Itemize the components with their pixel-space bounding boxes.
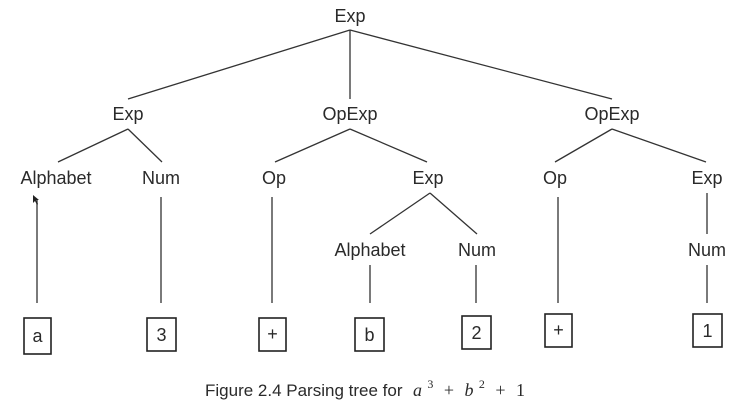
tree-edges <box>36 29 708 303</box>
caption-var-b: b <box>464 380 473 400</box>
leaf-2: 2 <box>471 323 481 343</box>
tree-nodes: Exp Exp OpExp OpExp Alphabet Num Op Exp … <box>20 6 726 260</box>
leaf-box-3 <box>146 317 177 352</box>
leaf-b: b <box>364 325 374 345</box>
cursor-icon <box>33 195 39 205</box>
edge-opexp-right-op <box>554 128 613 163</box>
leaf-3: 3 <box>156 325 166 345</box>
leaf-plus-2: + <box>553 320 564 340</box>
node-op-right: Op <box>543 168 567 188</box>
node-alphabet-b: Alphabet <box>334 240 405 260</box>
caption-text: Figure 2.4 Parsing tree for <box>205 381 403 400</box>
node-num-2: Num <box>458 240 496 260</box>
figure-caption: Figure 2.4 Parsing tree for a 3 + b 2 + … <box>205 375 525 400</box>
node-num-3: Num <box>142 168 180 188</box>
leaf-plus-1: + <box>267 324 278 344</box>
node-num-1: Num <box>688 240 726 260</box>
node-exp-b2: Exp <box>412 168 443 188</box>
leaf-box-plus-1 <box>258 317 287 352</box>
edge-exp-alphabet <box>57 128 129 163</box>
caption-line: Figure 2.4 Parsing tree for a 3 + b 2 + … <box>205 375 525 400</box>
caption-plus-2: + <box>495 380 505 400</box>
edge-root-opexp-right <box>349 29 613 100</box>
node-alphabet-a: Alphabet <box>20 168 91 188</box>
edge-exp-b2-alphabet <box>369 192 431 235</box>
edge-opexp-right-exp <box>611 128 707 163</box>
edge-exp-num <box>127 128 163 163</box>
node-root: Exp <box>334 6 365 26</box>
edge-opexp-exp <box>349 128 428 163</box>
caption-one: 1 <box>516 380 525 400</box>
tree-leaves: a 3 + b 2 + 1 <box>23 313 723 355</box>
edge-opexp-op <box>274 128 351 163</box>
leaf-box-1 <box>692 313 723 348</box>
leaf-a: a <box>32 326 43 346</box>
node-exp-1: Exp <box>691 168 722 188</box>
node-opexp-right: OpExp <box>584 104 639 124</box>
caption-exp-b: 2 <box>479 377 485 391</box>
leaf-box-2 <box>461 315 492 350</box>
leaf-1: 1 <box>702 321 712 341</box>
node-exp-a3: Exp <box>112 104 143 124</box>
node-opexp-mid: OpExp <box>322 104 377 124</box>
leaf-box-plus-2 <box>544 313 573 348</box>
leaf-box-b <box>354 317 385 352</box>
edge-root-exp <box>127 29 351 100</box>
edge-exp-b2-num <box>429 192 478 235</box>
node-op-mid: Op <box>262 168 286 188</box>
leaf-box-a <box>23 317 52 355</box>
caption-plus-1: + <box>444 380 454 400</box>
caption-var-a: a <box>413 380 422 400</box>
caption-exp-a: 3 <box>427 377 433 391</box>
